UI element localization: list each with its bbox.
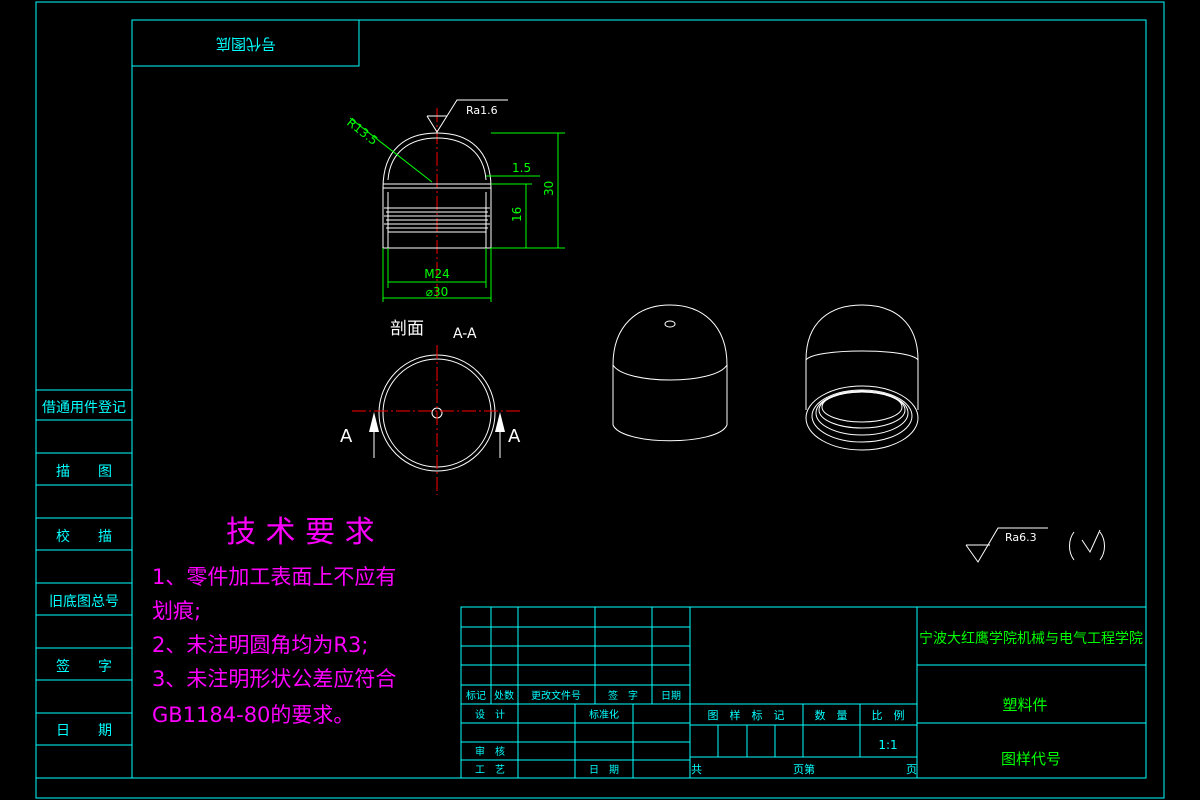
rev-header-sign: 签 字 xyxy=(608,689,638,702)
institution-name: 宁波大红鹰学院机械与电气工程学院 xyxy=(919,630,1143,647)
iso-view-dome xyxy=(612,304,728,442)
dim-height: 30 xyxy=(542,181,556,196)
page-label: 页 xyxy=(906,763,917,776)
tech-line-5: GB1184-80的要求。 xyxy=(152,703,354,727)
rev-header-date: 日期 xyxy=(661,690,681,702)
front-dimensions xyxy=(349,117,565,302)
side-item-check-trace: 校 描 xyxy=(56,528,112,545)
rev-header-mark: 标记 xyxy=(466,690,486,702)
mark-header-scale: 比 例 xyxy=(872,708,905,722)
roughness-label: Ra1.6 xyxy=(466,104,498,117)
roughness-symbol xyxy=(426,99,508,133)
corner-code-label: 号代图底 xyxy=(216,35,276,53)
front-view xyxy=(382,108,492,300)
standardize-label: 标准化 xyxy=(589,708,619,721)
side-item-trace: 描 图 xyxy=(56,464,112,480)
tech-line-3: 2、未注明圆角均为R3; xyxy=(152,633,368,657)
total-label: 共 xyxy=(691,763,702,776)
side-item-register: 借通用件登记 xyxy=(42,400,126,416)
tech-title: 技 术 要 求 xyxy=(226,515,375,550)
process-label: 工 艺 xyxy=(475,764,505,776)
dim-step: 1.5 xyxy=(512,161,531,175)
dim-thread-length: 16 xyxy=(510,207,524,222)
tech-line-1: 1、零件加工表面上不应有 xyxy=(152,565,396,589)
design-label: 设 计 xyxy=(475,708,505,721)
material-name: 塑料件 xyxy=(1002,696,1047,714)
date-label: 日 期 xyxy=(589,764,619,776)
dim-radius: R13.5 xyxy=(344,115,380,148)
section-label: 剖面 xyxy=(390,319,424,339)
other-roughness-symbol xyxy=(965,527,1105,563)
side-item-date: 日 期 xyxy=(56,723,112,739)
section-marker-left: A xyxy=(340,426,353,447)
iso-view-open xyxy=(805,304,919,451)
section-marker-right: A xyxy=(508,426,521,447)
side-panel xyxy=(36,389,132,779)
section-name: A-A xyxy=(453,326,477,342)
tech-line-4: 3、未注明形状公差应符合 xyxy=(152,667,396,691)
mark-header-qty: 数 量 xyxy=(815,709,848,722)
mark-header-drawing: 图 样 标 记 xyxy=(708,708,785,722)
rev-header-file: 更改文件号 xyxy=(531,689,581,702)
drawing-code: 图样代号 xyxy=(1001,750,1061,768)
dim-thread: M24 xyxy=(424,267,450,281)
tech-line-2: 划痕; xyxy=(152,599,201,623)
section-view xyxy=(352,345,522,495)
side-item-old-base: 旧底图总号 xyxy=(49,594,119,610)
scale-value: 1:1 xyxy=(878,738,897,752)
title-block xyxy=(460,606,1147,779)
dim-diameter: ⌀30 xyxy=(426,285,449,299)
side-item-signature: 签 字 xyxy=(56,658,112,675)
page-of-label: 页第 xyxy=(793,762,815,776)
review-label: 审 核 xyxy=(475,745,505,758)
other-roughness-label: Ra6.3 xyxy=(1005,531,1037,544)
rev-header-count: 处数 xyxy=(494,689,514,702)
